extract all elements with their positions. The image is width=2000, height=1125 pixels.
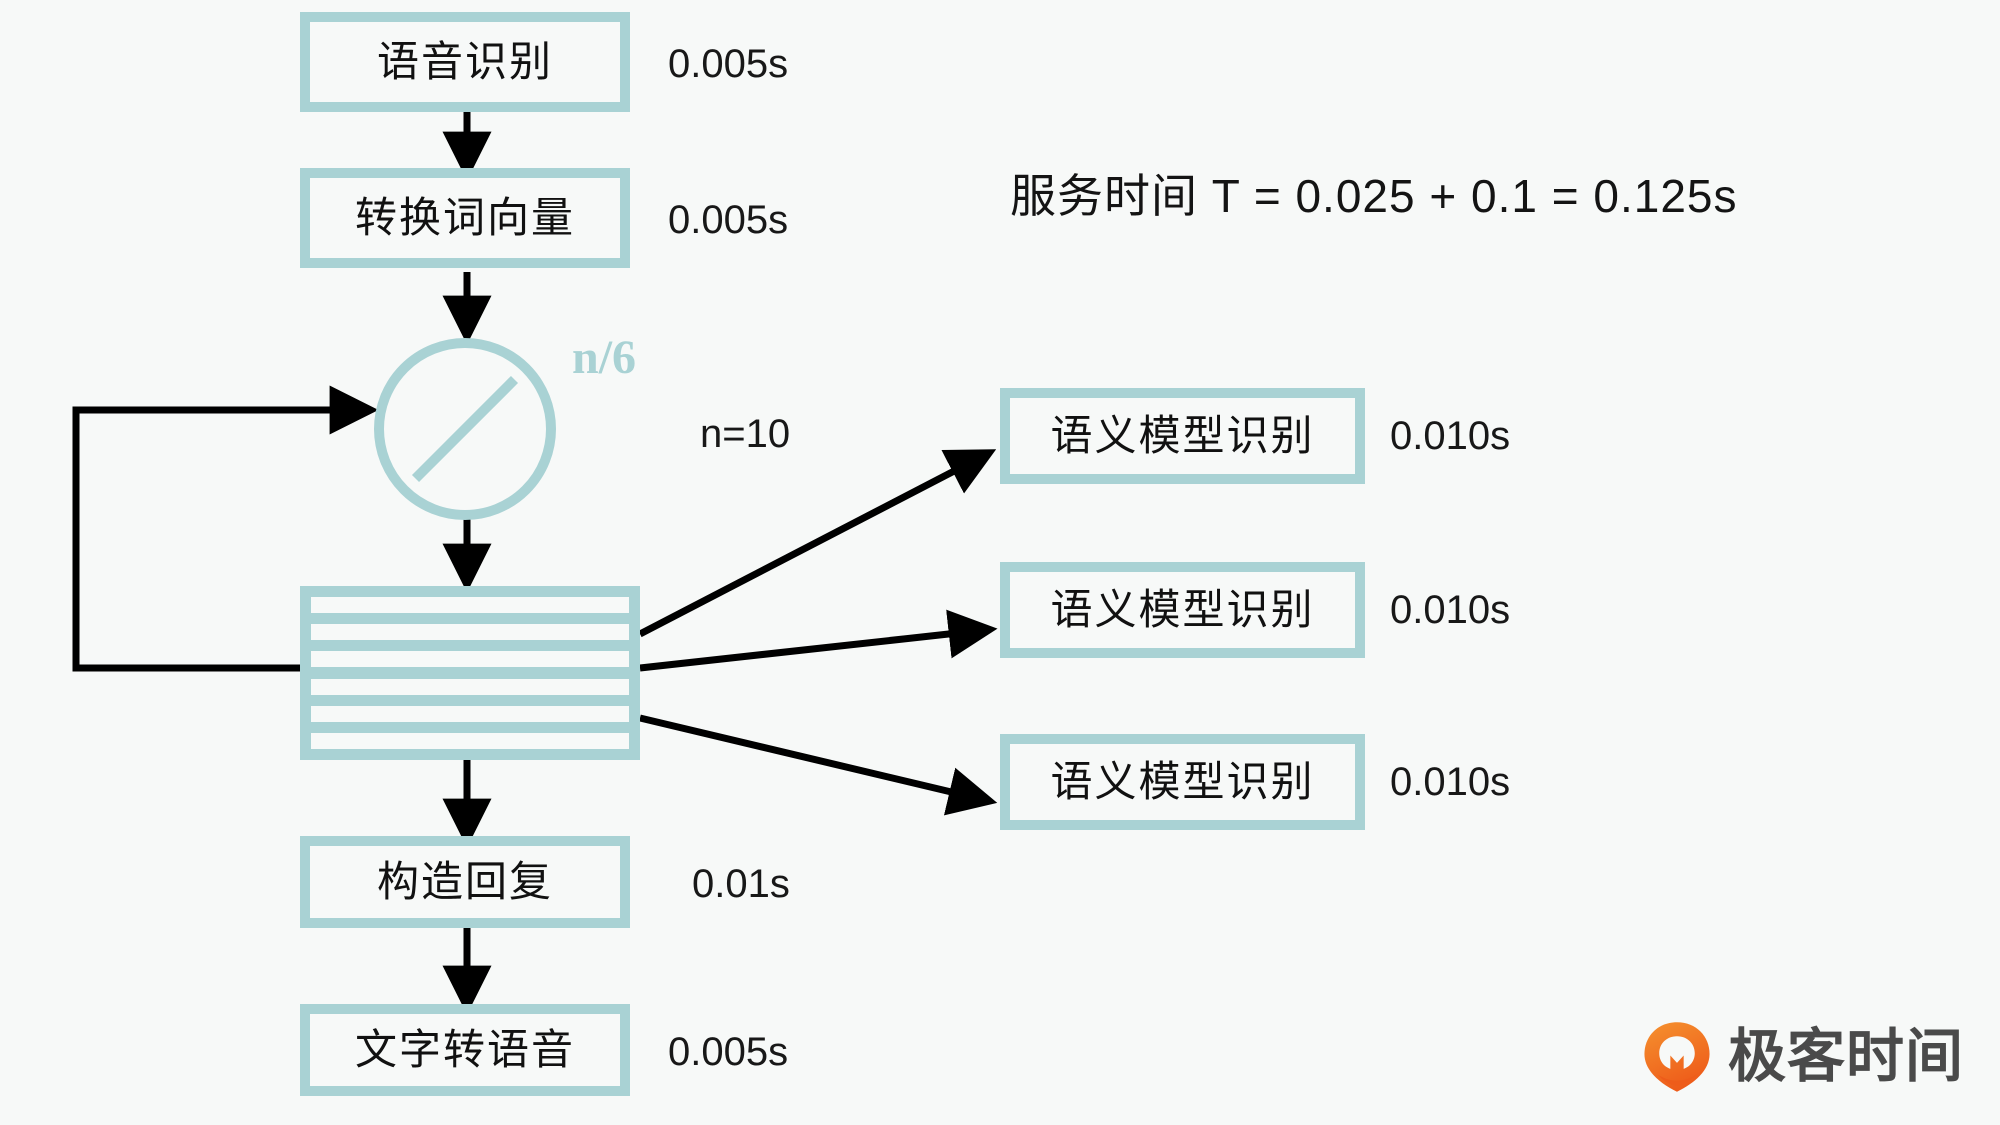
server-rate-label: n/6 <box>572 331 637 384</box>
worker-box-label: 语义模型识别 <box>1050 586 1315 633</box>
timing-label-word-embedding: 0.005s <box>668 198 789 242</box>
queue-slot <box>311 732 629 749</box>
process-box-label: 构造回复 <box>376 858 553 905</box>
worker-box-label: 语义模型识别 <box>1050 758 1315 805</box>
timing-label-worker-2: 0.010s <box>1390 588 1511 632</box>
worker-box-label: 语义模型识别 <box>1050 412 1315 459</box>
worker-box-semantic-model-2[interactable]: 语义模型识别 <box>1000 562 1365 658</box>
process-box-speech-recognition[interactable]: 语音识别 <box>300 12 630 112</box>
brand-logo: 极客时间 <box>1640 1020 1964 1094</box>
queue-stack-icon[interactable] <box>300 586 640 760</box>
arrow-queue-to-worker-2 <box>639 609 998 672</box>
queue-slot <box>311 624 629 641</box>
process-box-word-embedding[interactable]: 转换词向量 <box>300 168 630 268</box>
brand-wordmark: 极客时间 <box>1728 1024 1965 1089</box>
timing-label-worker-1: 0.010s <box>1390 414 1511 458</box>
server-count-label: n=10 <box>700 412 791 456</box>
arrow-feedback-loop <box>72 385 379 672</box>
server-slash-line <box>411 375 519 483</box>
process-box-build-reply[interactable]: 构造回复 <box>300 836 630 928</box>
timing-label-speech-recognition: 0.005s <box>668 42 789 86</box>
process-box-label: 文字转语音 <box>354 1026 575 1073</box>
process-box-label: 语音识别 <box>376 38 553 85</box>
queue-slot <box>311 651 629 668</box>
worker-box-semantic-model-1[interactable]: 语义模型识别 <box>1000 388 1365 484</box>
arrow-queue-to-worker-3 <box>639 714 998 816</box>
server-circle-slash-icon[interactable] <box>374 338 556 520</box>
process-box-label: 转换词向量 <box>354 194 575 241</box>
service-time-formula: 服务时间 T = 0.025 + 0.1 = 0.125s <box>1010 170 1738 222</box>
geekbang-pin-icon <box>1644 1022 1710 1092</box>
process-box-text-to-speech[interactable]: 文字转语音 <box>300 1004 630 1096</box>
timing-label-text-to-speech: 0.005s <box>668 1030 789 1074</box>
worker-box-semantic-model-3[interactable]: 语义模型识别 <box>1000 734 1365 830</box>
timing-label-worker-3: 0.010s <box>1390 760 1511 804</box>
queue-slot <box>311 705 629 722</box>
queue-slot <box>311 597 629 613</box>
timing-label-build-reply: 0.01s <box>692 862 790 906</box>
queue-slot <box>311 678 629 695</box>
arrow-queue-to-worker-1 <box>638 449 997 638</box>
